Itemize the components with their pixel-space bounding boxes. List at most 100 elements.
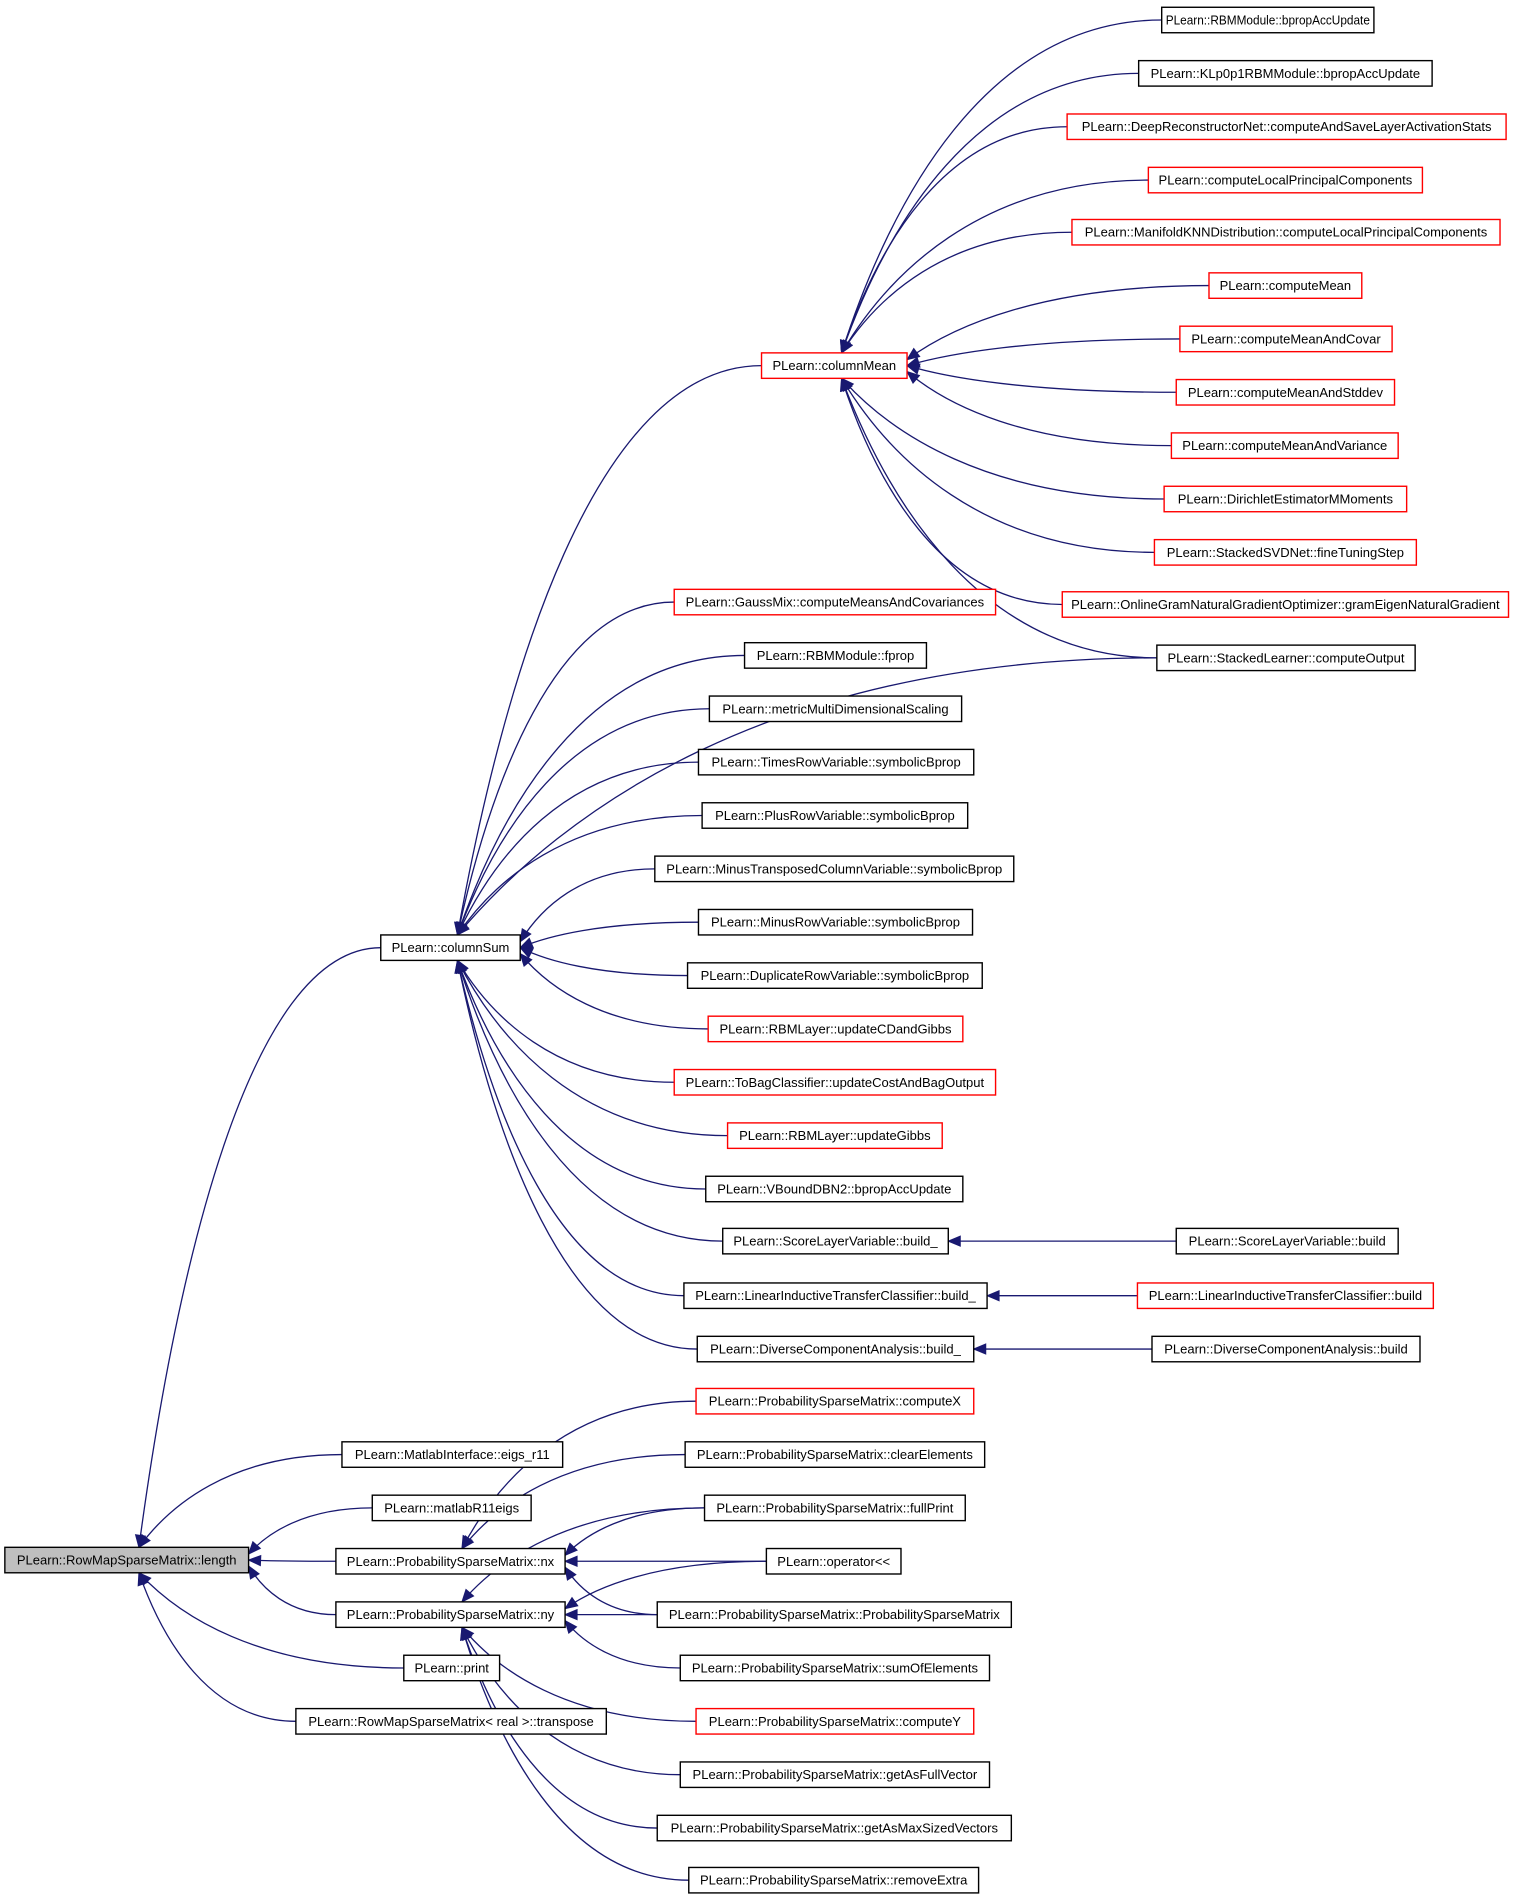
- node-klbprop[interactable]: PLearn::KLp0p1RBMModule::bpropAccUpdate: [1137, 59, 1433, 87]
- node-timesrow[interactable]: PLearn::TimesRowVariable::symbolicBprop: [697, 748, 975, 776]
- arrowhead: [137, 1571, 149, 1587]
- node-clearelements[interactable]: PLearn::ProbabilitySparseMatrix::clearEl…: [684, 1441, 986, 1468]
- node-label: PLearn::MinusRowVariable::symbolicBprop: [711, 915, 960, 930]
- edge-localpc-to-columnmean: [841, 179, 1149, 354]
- node-rbmgibbs[interactable]: PLearn::RBMLayer::updateGibbs: [726, 1122, 943, 1150]
- node-minusrow[interactable]: PLearn::MinusRowVariable::symbolicBprop: [697, 908, 974, 936]
- node-vbound[interactable]: PLearn::VBoundDBN2::bpropAccUpdate: [705, 1175, 964, 1203]
- arrowhead: [564, 1542, 578, 1557]
- node-box: [656, 1814, 1013, 1842]
- node-meancovar[interactable]: PLearn::computeMeanAndCovar: [1179, 325, 1393, 353]
- arrowhead: [564, 1566, 577, 1581]
- node-computey[interactable]: PLearn::ProbabilitySparseMatrix::compute…: [695, 1707, 975, 1735]
- node-box: [1156, 644, 1416, 672]
- node-gaussmix[interactable]: PLearn::GaussMix::computeMeansAndCovaria…: [673, 588, 997, 616]
- node-box: [335, 1601, 566, 1629]
- edge-rbmgibbs-to-columnsum: [456, 960, 728, 1137]
- node-nx[interactable]: PLearn::ProbabilitySparseMatrix::nx: [335, 1547, 566, 1575]
- node-scorebuild[interactable]: PLearn::ScoreLayerVariable::build: [1175, 1227, 1399, 1255]
- edge-minusrow-to-columnsum: [519, 921, 699, 949]
- node-computex[interactable]: PLearn::ProbabilitySparseMatrix::compute…: [695, 1387, 975, 1415]
- node-label: PLearn::PlusRowVariable::symbolicBprop: [715, 808, 955, 823]
- edge-matlabr11-to-length: [248, 1507, 373, 1555]
- edge-fullprint-to-nx: [564, 1507, 705, 1556]
- arrowhead: [563, 1608, 578, 1621]
- node-label: PLearn::computeMeanAndStddev: [1188, 385, 1384, 400]
- node-meanstddev[interactable]: PLearn::computeMeanAndStddev: [1175, 378, 1396, 406]
- node-plusrow[interactable]: PLearn::PlusRowVariable::symbolicBprop: [701, 802, 969, 829]
- node-rbmbprop[interactable]: PLearn::RBMModule::bpropAccUpdate: [1160, 6, 1375, 34]
- node-box: [654, 855, 1015, 883]
- node-ny[interactable]: PLearn::ProbabilitySparseMatrix::ny: [335, 1601, 566, 1629]
- node-localpc[interactable]: PLearn::computeLocalPrincipalComponents: [1147, 166, 1424, 194]
- node-label: PLearn::ScoreLayerVariable::build_: [733, 1234, 938, 1249]
- node-stackedsvd[interactable]: PLearn::StackedSVDNet::fineTuningStep: [1153, 538, 1418, 566]
- node-litcbuild[interactable]: PLearn::LinearInductiveTransferClassifie…: [1136, 1282, 1435, 1310]
- node-computemean[interactable]: PLearn::computeMean: [1208, 272, 1363, 300]
- node-getasmax[interactable]: PLearn::ProbabilitySparseMatrix::getAsMa…: [656, 1814, 1013, 1842]
- node-label: PLearn::ToBagClassifier::updateCostAndBa…: [686, 1075, 985, 1090]
- node-dcabuild[interactable]: PLearn::DiverseComponentAnalysis::build: [1151, 1335, 1421, 1363]
- arrowhead: [972, 1343, 987, 1355]
- node-length[interactable]: PLearn::RowMapSparseMatrix::length: [4, 1546, 250, 1574]
- node-box: [295, 1707, 608, 1735]
- node-matlabr11[interactable]: PLearn::matlabR11eigs: [371, 1494, 532, 1522]
- node-box: [695, 1387, 975, 1415]
- node-label: PLearn::ProbabilitySparseMatrix::nx: [347, 1554, 555, 1569]
- node-duplicaterow[interactable]: PLearn::DuplicateRowVariable::symbolicBp…: [686, 962, 983, 989]
- node-transpose[interactable]: PLearn::RowMapSparseMatrix< real >::tran…: [295, 1707, 608, 1735]
- node-psmctor[interactable]: PLearn::ProbabilitySparseMatrix::Probabi…: [656, 1601, 1013, 1629]
- node-sumofelements[interactable]: PLearn::ProbabilitySparseMatrix::sumOfEl…: [679, 1654, 991, 1682]
- edge-timesrow-to-columnsum: [456, 761, 699, 936]
- edge-vbound-to-columnsum: [456, 960, 706, 1190]
- node-operatorout[interactable]: PLearn::operator<<: [765, 1547, 902, 1575]
- node-box: [4, 1546, 250, 1574]
- edge-layer: [134, 19, 1209, 1881]
- node-box: [1160, 6, 1375, 34]
- node-box: [703, 1494, 966, 1522]
- node-dirichlet[interactable]: PLearn::DirichletEstimatorMMoments: [1163, 485, 1408, 513]
- node-getasfull[interactable]: PLearn::ProbabilitySparseMatrix::getAsFu…: [679, 1761, 991, 1789]
- node-fullprint[interactable]: PLearn::ProbabilitySparseMatrix::fullPri…: [703, 1494, 966, 1522]
- node-label: PLearn::LinearInductiveTransferClassifie…: [695, 1288, 976, 1303]
- node-label: PLearn::RBMLayer::updateGibbs: [739, 1128, 931, 1143]
- node-rbmfprop[interactable]: PLearn::RBMModule::fprop: [743, 641, 928, 669]
- node-label: PLearn::columnSum: [392, 940, 510, 955]
- node-manifoldpc[interactable]: PLearn::ManifoldKNNDistribution::compute…: [1071, 218, 1501, 246]
- node-box: [656, 1601, 1013, 1629]
- node-box: [1175, 1227, 1399, 1255]
- node-box: [679, 1654, 991, 1682]
- edge-rbmcd-to-columnsum: [519, 953, 709, 1030]
- node-eigs[interactable]: PLearn::MatlabInterface::eigs_r11: [341, 1441, 564, 1468]
- node-label: PLearn::operator<<: [777, 1554, 890, 1569]
- node-rbmcd[interactable]: PLearn::RBMLayer::updateCDandGibbs: [707, 1015, 964, 1043]
- edge-tobag-to-columnsum: [456, 960, 675, 1083]
- arrowhead: [519, 947, 534, 959]
- node-metricmds[interactable]: PLearn::metricMultiDimensionalScaling: [708, 695, 963, 723]
- node-scorebuild[interactable]: PLearn::ScoreLayerVariable::build_: [722, 1227, 949, 1255]
- node-label: PLearn::LinearInductiveTransferClassifie…: [1149, 1288, 1422, 1303]
- node-tobag[interactable]: PLearn::ToBagClassifier::updateCostAndBa…: [673, 1068, 997, 1096]
- node-litcbuild[interactable]: PLearn::LinearInductiveTransferClassifie…: [683, 1282, 988, 1310]
- node-box: [683, 1282, 988, 1310]
- edge-meanstddev-to-columnmean: [906, 364, 1177, 393]
- node-columnsum[interactable]: PLearn::columnSum: [380, 934, 521, 962]
- edge-columnsum-to-length: [138, 947, 381, 1548]
- edge-eigs-to-length: [138, 1453, 342, 1548]
- node-stackedlearner[interactable]: PLearn::StackedLearner::computeOutput: [1156, 644, 1416, 672]
- node-meanvariance[interactable]: PLearn::computeMeanAndVariance: [1170, 432, 1399, 460]
- node-box: [726, 1122, 943, 1150]
- node-minustransposed[interactable]: PLearn::MinusTransposedColumnVariable::s…: [654, 855, 1015, 883]
- node-columnmean[interactable]: PLearn::columnMean: [760, 352, 908, 380]
- node-label: PLearn::KLp0p1RBMModule::bpropAccUpdate: [1151, 66, 1421, 81]
- node-box: [380, 934, 521, 962]
- arrowhead: [461, 1588, 475, 1603]
- node-box: [688, 1866, 980, 1894]
- node-print[interactable]: PLearn::print: [403, 1654, 501, 1682]
- node-label: PLearn::DiverseComponentAnalysis::build: [1164, 1342, 1408, 1357]
- node-removeextra[interactable]: PLearn::ProbabilitySparseMatrix::removeE…: [688, 1866, 980, 1894]
- node-onlinegram[interactable]: PLearn::OnlineGramNaturalGradientOptimiz…: [1061, 591, 1510, 618]
- node-deeprecon[interactable]: PLearn::DeepReconstructorNet::computeAnd…: [1066, 113, 1507, 141]
- node-dcabuild[interactable]: PLearn::DiverseComponentAnalysis::build_: [696, 1335, 975, 1363]
- node-box: [1066, 113, 1507, 141]
